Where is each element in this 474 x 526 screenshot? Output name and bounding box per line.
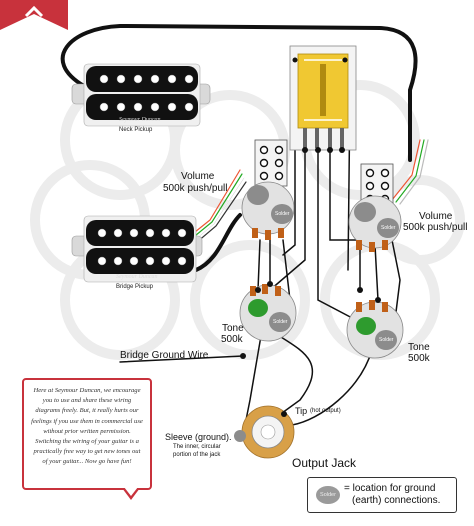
tone-right-spec: 500k [408, 353, 430, 364]
sleeve-label: Sleeve (ground). [165, 432, 232, 442]
volume-right-title: Volume [419, 211, 453, 222]
junction-dots [240, 281, 381, 359]
tip-label: Tip [295, 406, 308, 416]
legend-text-line2: (earth) connections. [352, 495, 441, 506]
neck-pickup [71, 63, 211, 127]
usage-note-tail-inner [124, 487, 138, 496]
sleeve-note-line1: The inner, circular [173, 444, 221, 450]
switch-terminal-dots [292, 57, 348, 153]
bridge-ground-wire-label: Bridge Ground Wire [120, 350, 209, 361]
wires [60, 23, 429, 426]
neck-pickup-brand: Seymour Duncan [119, 117, 161, 123]
neck-pickup-label: Neck Pickup [119, 127, 153, 133]
solder-tag-volume-left: Solder [275, 211, 290, 217]
ground-legend: Solder = location for ground (earth) con… [307, 477, 457, 513]
neck-pole-pieces [99, 74, 194, 112]
volume-pot-right [348, 163, 402, 252]
volume-right-spec: 500k push/pull [403, 222, 468, 233]
tone-left-spec: 500k [221, 334, 243, 345]
corner-ribbon [0, 0, 68, 30]
tone-pot-right [346, 300, 404, 359]
bridge-pickup-label: Bridge Pickup [116, 284, 154, 290]
output-jack [234, 405, 295, 459]
bridge-pickup-brand: Seymour Duncan [116, 274, 158, 280]
volume-left-spec: 500k push/pull [163, 183, 228, 194]
bridge-pole-pieces [97, 228, 187, 266]
usage-note: Here at Seymour Duncan, we encourage you… [22, 378, 152, 490]
tone-pot-left [239, 284, 297, 342]
solder-tag-tone-right: Solder [379, 337, 394, 343]
volume-left-title: Volume [181, 171, 215, 182]
legend-text-line1: = location for ground [344, 483, 436, 494]
tone-right-title: Tone [408, 342, 430, 353]
legend-solder-dot: Solder [316, 486, 340, 504]
sleeve-note-line2: portion of the jack [173, 452, 221, 458]
bridge-pickup [71, 215, 203, 283]
toggle-switch [289, 45, 357, 153]
legend-text: = location for ground (earth) connection… [344, 483, 440, 507]
tip-note: (hot output) [310, 408, 341, 414]
usage-note-text: Here at Seymour Duncan, we encourage you… [31, 387, 143, 466]
solder-tag-tone-left: Solder [273, 319, 288, 325]
switch-lugs [303, 128, 344, 148]
tone-left-title: Tone [222, 323, 244, 334]
volume-pot-left [241, 139, 295, 240]
output-jack-title: Output Jack [292, 456, 357, 470]
solder-tag-volume-right: Solder [381, 225, 396, 231]
